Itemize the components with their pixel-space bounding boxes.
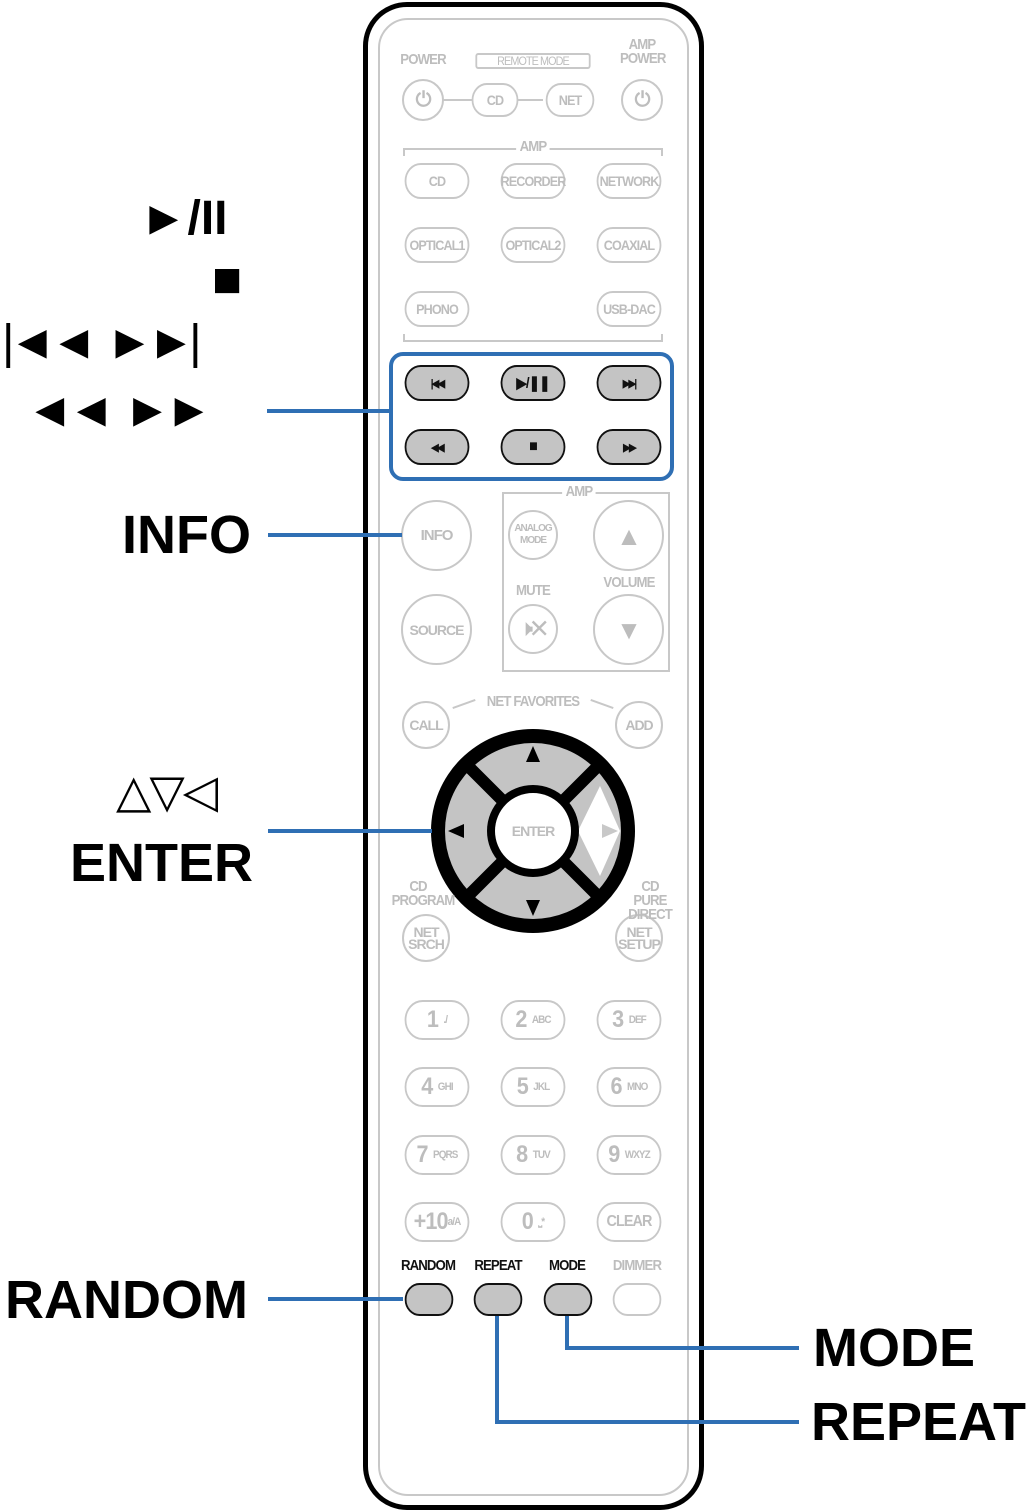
source-button[interactable]: SOURCE [401,594,472,665]
repeat-button[interactable] [473,1283,523,1316]
random-callout-line [268,1297,403,1301]
add-button[interactable]: ADD [615,701,663,749]
power-icon: ⏻ [634,89,651,111]
analog-mode-button[interactable]: ANALOG MODE [508,510,558,560]
dpad-down-icon[interactable] [526,900,540,916]
repeat-callout-line-h [495,1420,799,1424]
key-1[interactable]: 1./ [404,1000,470,1040]
amp-volume-label: AMP [562,484,596,499]
remote-body [363,2,704,1510]
mode-callout: MODE [813,1318,975,1378]
net-favorites-label: NET FAVORITES [486,693,580,710]
volume-label: VOLUME [603,574,655,591]
mode-callout-line-v [565,1316,569,1350]
random-label: RANDOM [400,1257,456,1274]
transport-callout-line [267,409,391,413]
triangle-up-icon: ▲ [616,520,642,551]
dpad-right-segment[interactable] [578,786,620,876]
next-button[interactable]: ▶▶| [596,365,662,401]
skip-forward-icon: ▶▶| [622,377,637,390]
enter-callout: ENTER [70,833,254,893]
dimmer-button[interactable] [612,1283,662,1316]
input-usb-dac-button[interactable]: USB-DAC [596,291,662,327]
volume-down-button[interactable]: ▼ [593,594,664,665]
key-0[interactable]: 0⎵* [500,1202,566,1242]
rewind-button[interactable]: ◀◀ [404,429,470,465]
search-callout: ◄◄ ►► [26,384,213,437]
power-label: POWER [400,51,446,68]
previous-button[interactable]: |◀◀ [404,365,470,401]
play-pause-icon: ▶/❚❚ [516,375,550,392]
cursor-callout: △▽◁ [116,765,218,817]
remote-mode-cd-button[interactable]: CD [471,83,519,117]
power-button[interactable]: ⏻ [402,79,444,121]
play-pause-callout: ►/II [140,192,228,245]
input-optical2-button[interactable]: OPTICAL2 [500,227,566,263]
dpad-left-icon[interactable] [448,824,464,838]
skip-back-icon: |◀◀ [430,377,445,390]
repeat-callout: REPEAT [811,1392,1027,1452]
random-callout: RANDOM [5,1270,248,1330]
clear-button[interactable]: CLEAR [596,1202,662,1242]
amp-label: AMP [516,139,550,154]
mode-button[interactable] [543,1283,593,1316]
cd-program-label: CD PROGRAM [391,878,456,909]
net-setup-button[interactable]: NET SETUP [615,914,663,962]
mode-callout-line-h [565,1346,799,1350]
power-icon: ⏻ [415,89,432,111]
repeat-callout-line-v [495,1316,499,1424]
amp-power-button[interactable]: ⏻ [621,79,663,121]
input-coaxial-button[interactable]: COAXIAL [596,227,662,263]
remote-mode-label: REMOTE MODE [475,53,591,69]
mute-label: MUTE [516,582,551,599]
input-recorder-button[interactable]: RECORDER [501,163,566,199]
info-callout: INFO [122,505,251,565]
input-optical1-button[interactable]: OPTICAL1 [404,227,470,263]
dpad-right-icon[interactable] [602,824,618,838]
amp-bracket-bottom [403,334,663,342]
mode-label: MODE [548,1257,586,1274]
dimmer-label: DIMMER [612,1257,662,1274]
stop-button[interactable]: ■ [500,429,566,465]
rewind-icon: ◀◀ [431,441,444,454]
volume-up-button[interactable]: ▲ [593,500,664,571]
input-phono-button[interactable]: PHONO [404,291,470,327]
triangle-down-icon: ▼ [616,614,642,645]
info-callout-line [268,533,402,537]
remote-mode-net-button[interactable]: NET [545,83,595,117]
play-pause-button[interactable]: ▶/❚❚ [500,365,566,401]
info-button[interactable]: INFO [401,500,472,571]
fast-forward-icon: ▶▶ [623,441,636,454]
skip-callout: |◄◄ ►►| [2,316,202,369]
stop-callout: ■ [212,251,243,307]
fast-forward-button[interactable]: ▶▶ [596,429,662,465]
remote-inner-outline [378,18,689,1496]
enter-callout-line [268,829,432,833]
input-network-button[interactable]: NETWORK [596,163,662,199]
speaker-mute-icon: 🕨✕ [520,618,547,640]
cd-pure-direct-label: CD PURE DIRECT [628,878,673,923]
call-button[interactable]: CALL [402,701,450,749]
random-button[interactable] [404,1283,454,1316]
mute-button[interactable]: 🕨✕ [508,604,558,654]
repeat-label: REPEAT [474,1257,522,1274]
enter-button[interactable]: ENTER [495,793,571,869]
input-cd-button[interactable]: CD [404,163,470,199]
net-search-button[interactable]: NET SRCH [402,914,450,962]
dpad-up-icon[interactable] [526,746,540,762]
amp-power-label: AMP POWER [620,36,666,67]
stop-icon: ■ [529,438,538,455]
